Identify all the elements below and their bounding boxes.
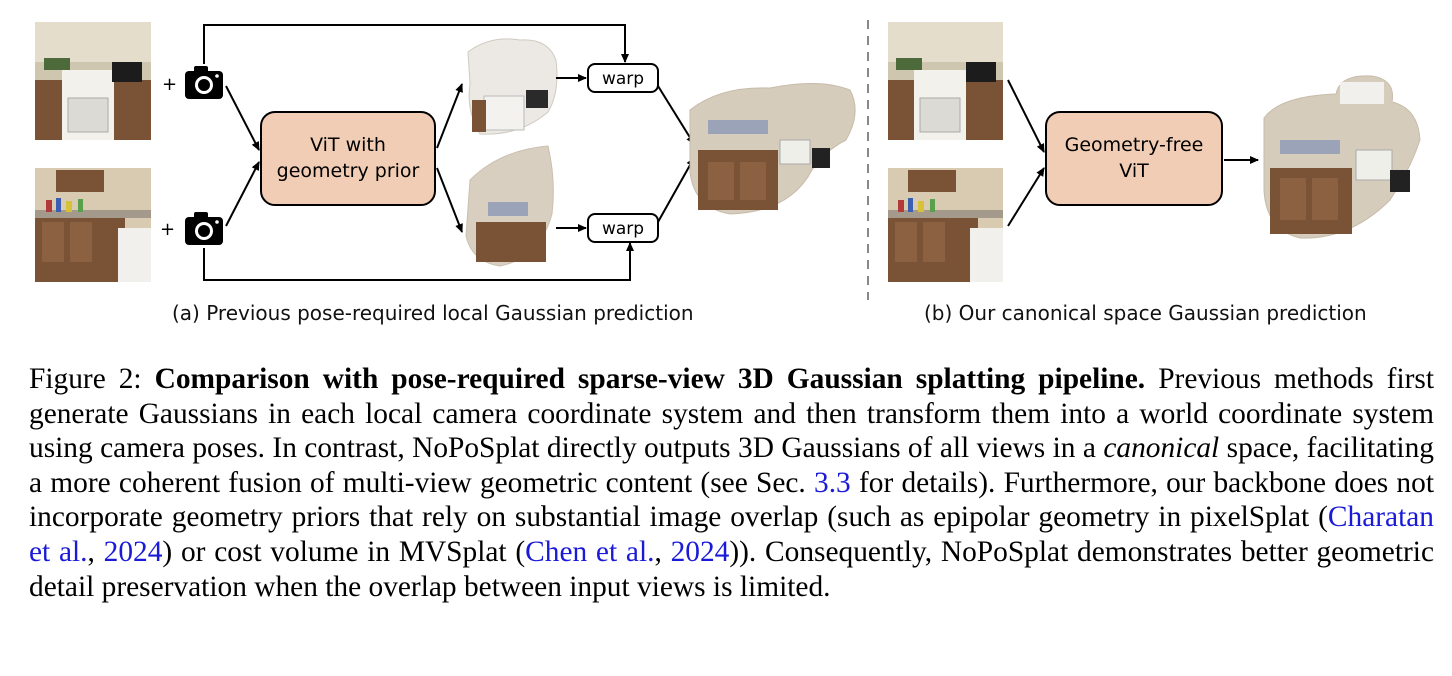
subcaption-b: (b) Our canonical space Gaussian predict…	[924, 301, 1367, 325]
vit-free-label-line2: ViT	[1119, 160, 1149, 182]
citation-link-chen-author[interactable]: Chen et al.	[525, 535, 655, 568]
input-image-bottom-a	[35, 168, 151, 282]
warp-box-bottom: warp	[587, 213, 659, 243]
pose-arrow-top	[203, 24, 629, 64]
caption-text-3: for details). Furthermore, our backbone …	[29, 466, 1434, 534]
citation-link-charatan-author[interactable]: Charatan et al.	[29, 501, 1434, 568]
warp-label-top: warp	[602, 69, 644, 89]
section-ref-link[interactable]: 3.3	[814, 466, 851, 499]
caption-text-4: ) or cost volume in MVSplat (	[162, 535, 526, 568]
local-gaussians-bottom	[465, 145, 554, 267]
vit-geometry-prior-box: ViT with geometry prior	[260, 111, 436, 206]
citation-sep: ,	[654, 535, 671, 568]
citation-link-charatan-year[interactable]: 2024	[103, 535, 163, 568]
fused-gaussians-a	[689, 83, 856, 215]
plus-sign-top: +	[162, 74, 177, 95]
caption-text-5: )). Consequently, NoPoSplat demonstrates…	[29, 535, 1434, 603]
caption-text-1: Previous methods first generate Gaussian…	[29, 363, 1434, 465]
caption-text-2: space, facilitating a more coherent fusi…	[29, 432, 1434, 499]
subcaption-a: (a) Previous pose-required local Gaussia…	[172, 301, 694, 325]
warp-box-top: warp	[587, 63, 659, 93]
figure-label: Figure 2:	[29, 363, 142, 395]
vit-geometry-free-box: Geometry-free ViT	[1045, 111, 1223, 206]
vit-free-label-line1: Geometry-free	[1065, 134, 1204, 156]
camera-icon	[185, 66, 223, 99]
input-image-top-a	[35, 22, 151, 140]
vit-label-line1: ViT with	[310, 134, 386, 156]
citation-link-chen-year[interactable]: 2024	[670, 535, 730, 568]
plus-sign-bottom: +	[160, 219, 175, 240]
vit-label-line2: geometry prior	[277, 160, 420, 182]
local-gaussians-top	[467, 38, 558, 135]
caption-title: Comparison with pose-required sparse-vie…	[154, 363, 1146, 395]
figure-caption: Figure 2: Comparison with pose-required …	[29, 362, 1434, 604]
caption-emphasis: canonical	[1103, 432, 1220, 465]
input-image-bottom-b	[888, 168, 1003, 282]
citation-sep: ,	[87, 535, 104, 568]
camera-icon	[185, 212, 223, 245]
input-image-top-b	[888, 22, 1003, 140]
canonical-gaussians-b	[1263, 75, 1421, 239]
pose-arrow-bottom	[203, 242, 634, 281]
warp-label-bottom: warp	[602, 219, 644, 239]
pipeline-figure: + + ViT with geometry prior	[35, 20, 1421, 300]
